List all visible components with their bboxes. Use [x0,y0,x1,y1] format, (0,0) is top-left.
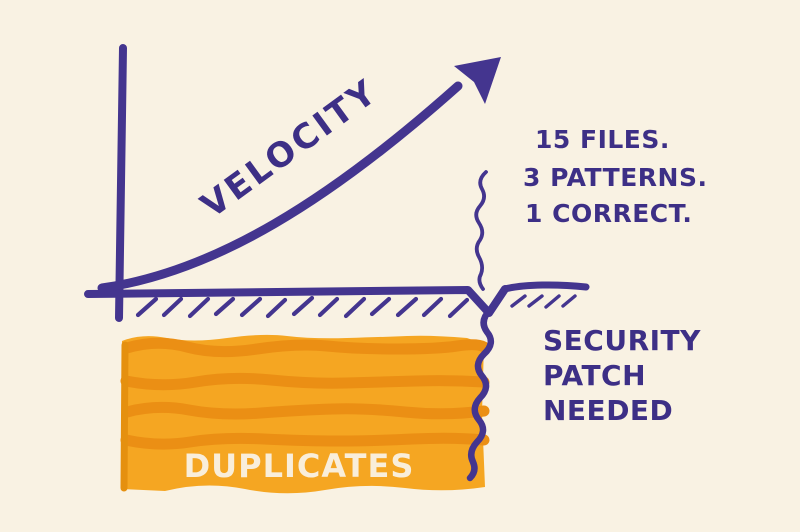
stripe-wave [120,372,490,391]
crack-squiggle-upper [474,170,488,291]
stats-line-2: 3 PATTERNS. [523,163,707,192]
x-axis [84,285,509,317]
duplicates-label: DUPLICATES [184,447,415,485]
stats-line-3: 1 CORRECT. [525,199,692,228]
note-line-2: PATCH [543,359,646,392]
ink-strokes [84,44,590,482]
duplicates-block: DUPLICATES [120,334,490,494]
duplicates-block-left-edge [120,341,129,492]
velocity-curve [97,81,463,293]
stripe-wave [121,337,490,358]
ground-hatching [135,295,470,319]
security-note: SECURITY PATCH NEEDED [543,324,701,427]
x-axis-right-segment [501,281,590,293]
note-line-1: SECURITY [543,324,701,357]
stripe-wave [121,401,490,420]
arrowhead-icon [454,57,501,104]
note-line-3: NEEDED [543,394,673,427]
ground-hatching-right [510,294,577,309]
y-axis [115,44,127,322]
stats-annotation: 15 FILES. 3 PATTERNS. 1 CORRECT. [523,125,707,228]
duplicates-block-stripes [120,337,490,450]
stripe-wave [120,432,490,450]
crack-squiggle-lower [466,306,495,482]
stats-line-1: 15 FILES. [535,125,670,154]
